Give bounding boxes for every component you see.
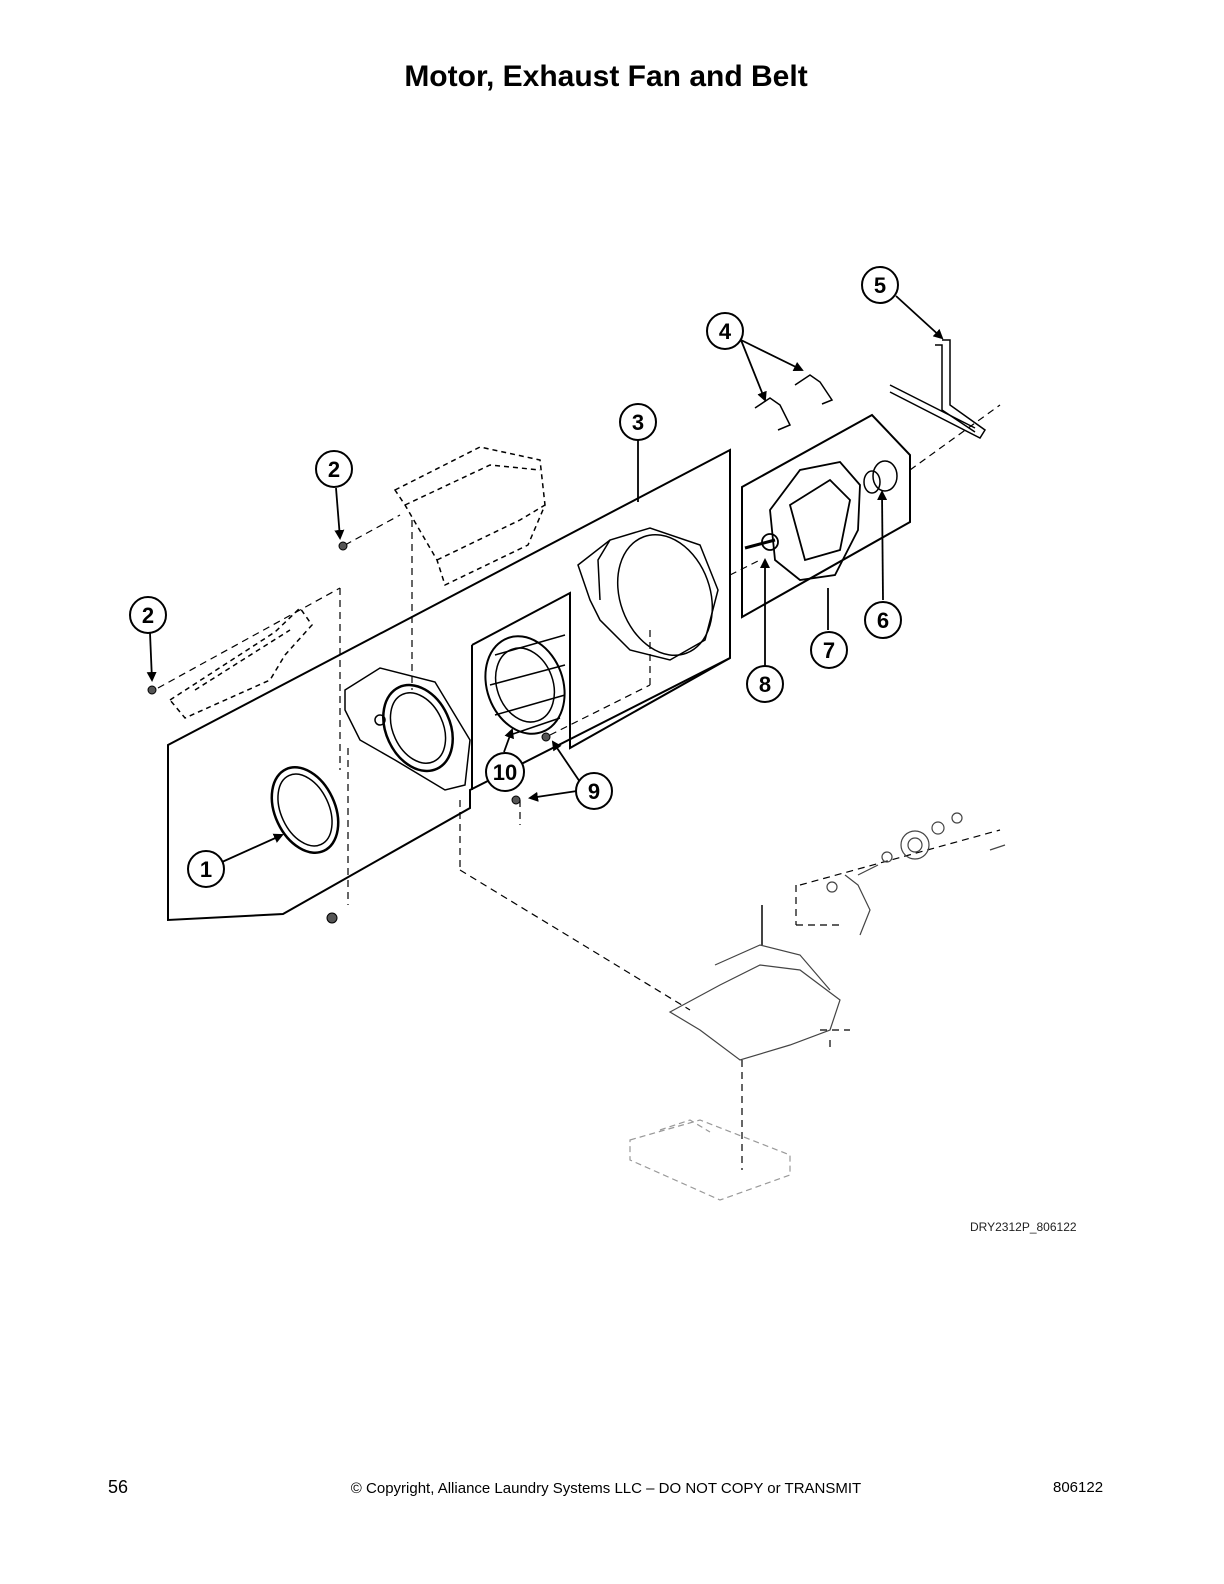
leader-lines xyxy=(146,295,944,863)
callout-10: 10 xyxy=(485,752,525,792)
callout-label: 2 xyxy=(328,457,340,482)
callout-label: 4 xyxy=(719,319,732,344)
callout-label: 5 xyxy=(874,273,886,298)
motor-clips xyxy=(754,374,834,431)
callout-label: 6 xyxy=(877,608,889,633)
callout-label: 1 xyxy=(200,857,212,882)
drive-belt xyxy=(889,339,987,439)
callout-label: 2 xyxy=(142,603,154,628)
idler-assembly xyxy=(668,812,1006,1061)
fan-shroud xyxy=(577,527,719,661)
alignment-lines xyxy=(157,404,1001,1170)
blower-wheel xyxy=(484,634,566,736)
callout-3: 3 xyxy=(619,403,657,441)
motor-body xyxy=(744,461,861,581)
copyright-notice: © Copyright, Alliance Laundry Systems LL… xyxy=(350,1480,862,1497)
callout-label: 3 xyxy=(632,410,644,435)
callout-label: 8 xyxy=(759,672,771,697)
blower-back-plate xyxy=(344,667,471,791)
motor-pulley xyxy=(863,460,898,494)
callout-6: 6 xyxy=(864,601,902,639)
callout-label: 10 xyxy=(493,760,517,785)
callout-8: 8 xyxy=(746,665,784,703)
duct-bracket xyxy=(168,606,313,719)
callout-9: 9 xyxy=(575,772,613,810)
callout-5: 5 xyxy=(861,266,899,304)
page-title: Motor, Exhaust Fan and Belt xyxy=(404,60,808,93)
motor-frame xyxy=(741,413,911,619)
callout-label: 9 xyxy=(588,779,600,804)
exhaust-duct xyxy=(393,446,546,587)
base-plate xyxy=(629,1119,791,1201)
page-number: 56 xyxy=(108,1477,129,1497)
callout-label: 7 xyxy=(823,638,835,663)
screws xyxy=(147,541,551,924)
fan-housing-frame xyxy=(471,591,731,750)
callout-2-left: 2 xyxy=(129,596,167,634)
seal-ring xyxy=(270,766,340,854)
callout-7: 7 xyxy=(810,631,848,669)
document-number: 806122 xyxy=(1053,1479,1104,1496)
callout-1: 1 xyxy=(187,850,225,888)
rear-panel-outline xyxy=(167,448,731,922)
callout-4: 4 xyxy=(706,312,744,350)
callout-2-top: 2 xyxy=(315,450,353,488)
drawing-id: DRY2312P_806122 xyxy=(970,1220,1077,1234)
